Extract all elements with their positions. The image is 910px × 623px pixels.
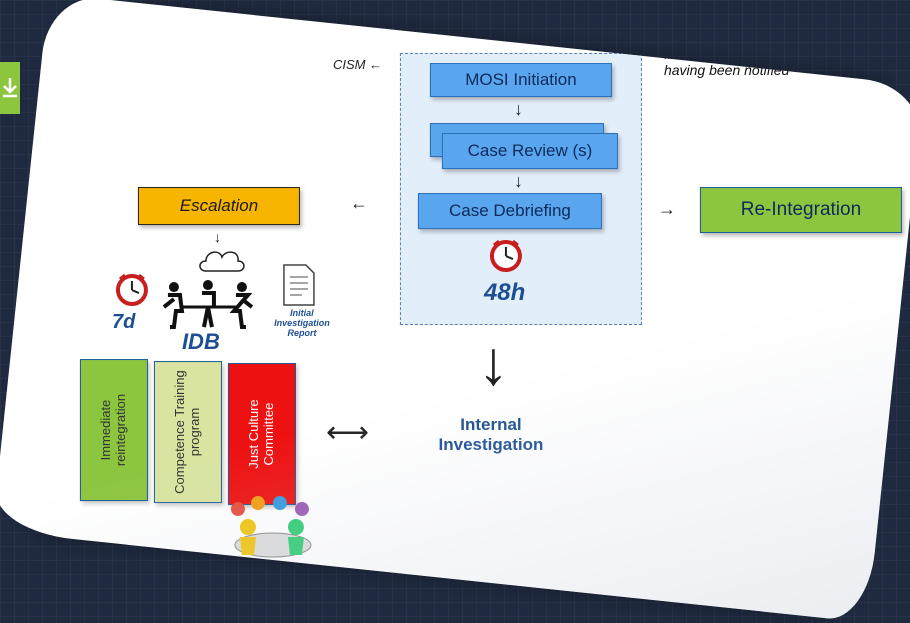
mosi-initiation-box: MOSI Initiation <box>429 63 612 98</box>
case-review-box: Case Review (s) <box>441 133 618 170</box>
idb-label: IDB <box>181 329 220 355</box>
clock-7d-icon <box>115 273 148 307</box>
cism-label: CISM ← <box>332 57 383 73</box>
double-arrow: ⟷ <box>325 416 369 450</box>
immediate-reintegration-label: Immediate reintegration <box>98 393 128 467</box>
timer-7d: 7d <box>111 311 136 334</box>
report-document-icon <box>283 264 315 306</box>
immediate-reintegration-box: Immediate reintegration <box>79 359 148 502</box>
arrow-down-internal: ↓ <box>477 329 509 399</box>
initiation-note: Initiation latest 72h after having been … <box>663 46 813 78</box>
download-icon[interactable] <box>0 62 20 114</box>
arrow-right-reintegration: → <box>657 199 676 220</box>
arrow-down-2: ↓ <box>513 171 523 192</box>
just-culture-committee-label: Just Culture Committee <box>246 399 276 469</box>
arrow-left-escalation: ← <box>349 193 368 214</box>
case-debriefing-box: Case Debriefing <box>417 193 602 230</box>
case-review-back-box: Case Review <box>429 123 604 158</box>
just-culture-committee-box: Just Culture Committee <box>227 363 296 506</box>
arrow-down-cloud: ↓ <box>213 229 221 246</box>
thought-cloud-icon <box>199 251 245 272</box>
internal-investigation-label: Internal Investigation <box>438 415 544 455</box>
mosi-process-box <box>399 53 642 326</box>
initial-investigation-report-label: Initial Investigation Report <box>274 308 330 338</box>
clock-48h-icon <box>489 239 522 273</box>
timer-48h: 48h <box>483 279 526 307</box>
competence-training-label: Competence Training program <box>172 370 202 494</box>
arrow-down-1: ↓ <box>513 99 523 120</box>
re-integration-box: Re-Integration <box>699 187 902 234</box>
escalation-box: Escalation <box>137 187 300 226</box>
committee-table-icon <box>230 496 312 558</box>
competence-training-box: Competence Training program <box>153 361 222 504</box>
diagram-canvas: CISM ← MOSI Initiation ↓ Case Review Cas… <box>68 46 902 559</box>
meeting-people-icon <box>162 280 254 330</box>
